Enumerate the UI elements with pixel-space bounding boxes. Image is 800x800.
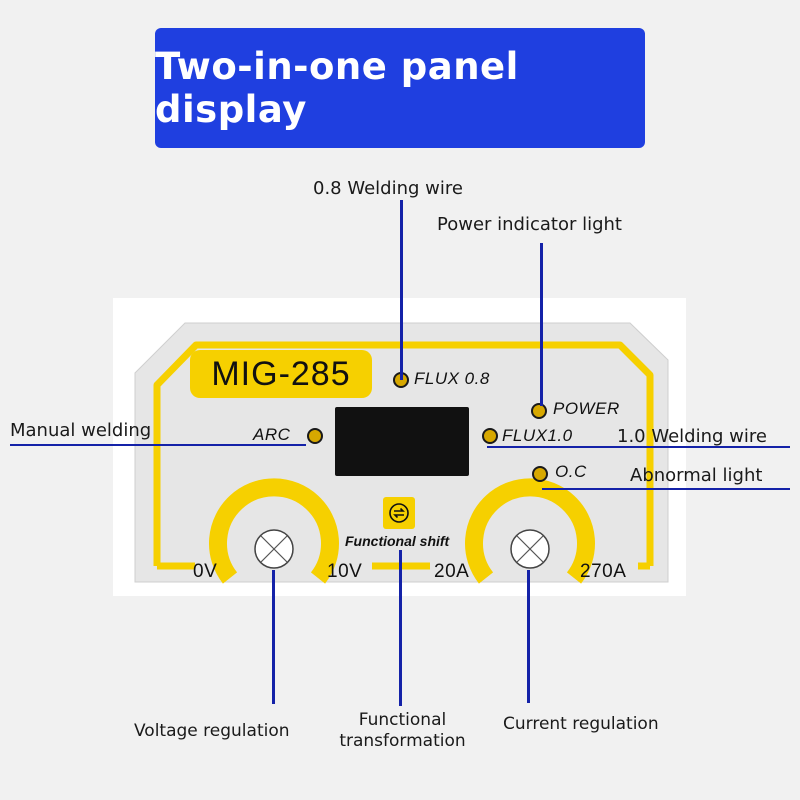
banner-title: Two-in-one panel display — [155, 28, 645, 148]
current-knob-icon — [510, 529, 550, 569]
callout-line-current — [527, 570, 530, 703]
current-min-label: 20A — [434, 561, 470, 582]
callout-voltage-regulation: Voltage regulation — [134, 721, 290, 741]
arc-led — [307, 428, 323, 444]
digital-display — [335, 407, 469, 476]
voltage-max-label: 10V — [327, 561, 363, 582]
callout-line-shift — [399, 550, 402, 706]
flux10-led — [482, 428, 498, 444]
arc-label: ARC — [253, 425, 291, 444]
callout-functional-line2: transformation — [339, 731, 466, 751]
functional-shift-label: Functional shift — [345, 533, 450, 549]
voltage-dial-arc — [209, 478, 339, 584]
callout-line-oc — [542, 488, 790, 490]
current-max-label: 270A — [580, 561, 627, 582]
callout-line-flux08 — [400, 200, 403, 380]
callout-functional-transformation: Functional transformation — [335, 710, 470, 752]
voltage-knob-icon — [254, 529, 294, 569]
flux08-label: FLUX 0.8 — [414, 369, 490, 388]
oc-led — [532, 466, 548, 482]
callout-manual-welding: Manual welding — [10, 420, 152, 441]
callout-abnormal-light: Abnormal light — [630, 465, 763, 486]
power-label: POWER — [553, 399, 620, 418]
current-dial-arc — [465, 478, 595, 584]
voltage-min-label: 0V — [193, 561, 218, 582]
model-badge: MIG-285 — [190, 350, 372, 398]
callout-line-arc — [10, 444, 306, 446]
swap-arrows-icon — [389, 503, 409, 523]
callout-line-voltage — [272, 570, 275, 704]
callout-08-welding-wire: 0.8 Welding wire — [313, 178, 463, 199]
callout-functional-line1: Functional — [358, 710, 447, 730]
callout-line-flux10 — [487, 446, 790, 448]
functional-shift-button[interactable] — [383, 497, 415, 529]
callout-10-welding-wire: 1.0 Welding wire — [617, 426, 767, 447]
callout-current-regulation: Current regulation — [503, 714, 659, 734]
flux10-label: FLUX1.0 — [502, 426, 573, 445]
callout-line-power — [540, 243, 543, 406]
power-led — [531, 403, 547, 419]
callout-power-indicator: Power indicator light — [437, 214, 622, 235]
oc-label: O.C — [555, 462, 587, 481]
